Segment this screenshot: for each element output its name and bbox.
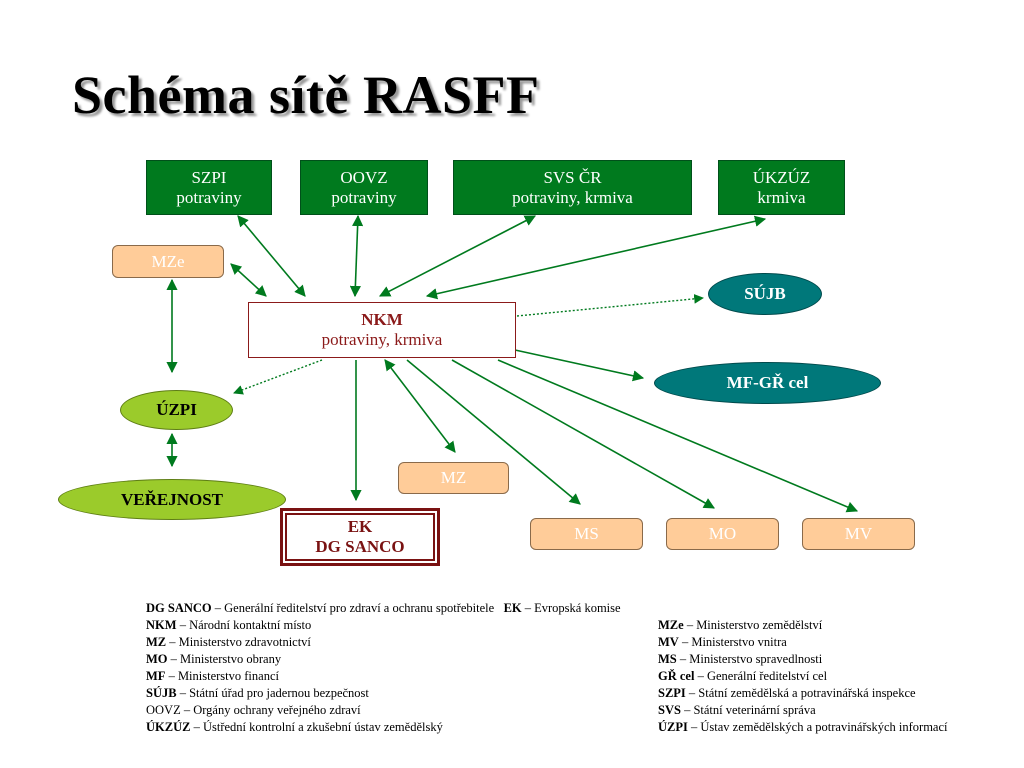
node-svs-name: SVS ČR [543,167,602,187]
legend-abbr: SVS [658,703,681,717]
node-szpi: SZPI potraviny [146,160,272,215]
node-ukzuz: ÚKZÚZ krmiva [718,160,845,215]
legend-text: – Generální ředitelství cel [694,669,828,683]
legend-row: MZe – Ministerstvo zemědělství [658,617,948,634]
legend-abbr: ÚZPI [658,720,688,734]
legend-abbr: MF [146,669,166,683]
node-mv-name: MV [844,524,873,544]
legend-text: – Ministerstvo zemědělství [683,618,823,632]
node-sujb-name: SÚJB [744,284,786,304]
node-mz: MZ [398,462,509,494]
legend-abbr: DG SANCO [146,601,212,615]
node-svs: SVS ČR potraviny, krmiva [453,160,692,215]
node-nkm-scope: potraviny, krmiva [321,330,443,349]
node-ek-dg: DG SANCO [315,537,405,556]
legend-abbr: MZe [658,618,684,632]
legend-row: SÚJB – Státní úřad pro jadernou bezpečno… [146,685,621,702]
node-sujb: SÚJB [708,273,822,315]
legend-text: – Státní veterinární správa [680,703,816,717]
node-uzpi: ÚZPI [120,390,233,430]
edge-nkm-sujb [516,293,704,317]
node-nkm: NKM potraviny, krmiva [248,302,516,358]
edge-ukzuz-nkm [425,215,767,300]
page-title: Schéma sítě RASFF [72,65,540,125]
legend-abbr: MS [658,652,677,666]
legend-text: – Ministerstvo obrany [167,652,282,666]
edge-nkm-mfgr [514,349,645,382]
node-verejnost-name: VEŘEJNOST [120,489,224,509]
legend-text: – Ústav zemědělských a potravinářských i… [687,720,948,734]
node-mv: MV [802,518,915,550]
legend-right: MZe – Ministerstvo zemědělství MV – Mini… [658,617,948,736]
legend-row: NKM – Národní kontaktní místo [146,617,621,634]
node-mfgr: MF-GŘ cel [654,362,881,404]
edge-nkm-mz [384,359,456,453]
legend-text: – Evropská komise [521,601,621,615]
legend-row: MZ – Ministerstvo zdravotnictví [146,634,621,651]
legend-abbr: SÚJB [146,686,177,700]
legend-row: ÚKZÚZ – Ústřední kontrolní a zkušební ús… [146,719,621,736]
legend-row: GŘ cel – Generální ředitelství cel [658,668,948,685]
node-mze-name: MZe [151,251,185,271]
node-oovz: OOVZ potraviny [300,160,428,215]
legend-text: – Ústřední kontrolní a zkušební ústav ze… [190,720,443,734]
node-szpi-name: SZPI [191,167,227,187]
legend-left: DG SANCO – Generální ředitelství pro zdr… [146,600,621,736]
legend-abbr: MO [146,652,168,666]
legend-abbr: MV [658,635,679,649]
legend-text: OOVZ – Orgány ochrany veřejného zdraví [146,703,361,717]
node-ek-name: EK [347,517,373,537]
legend-text: – Ministerstvo zdravotnictví [166,635,311,649]
legend-abbr: GŘ cel [658,669,695,683]
legend-abbr: NKM [146,618,177,632]
legend-text: – Ministerstvo financí [165,669,279,683]
legend-abbr: ÚKZÚZ [146,720,191,734]
edge-nkm-mo [451,359,715,509]
node-mfgr-name: MF-GŘ cel [726,373,809,393]
node-svs-scope: potraviny, krmiva [512,187,633,207]
node-oovz-scope: potraviny [331,187,397,207]
legend-row: MS – Ministerstvo spravedlnosti [658,651,948,668]
edge-nkm-uzpi [233,359,323,395]
node-ms: MS [530,518,643,550]
node-verejnost: VEŘEJNOST [58,479,286,520]
legend-text: – Ministerstvo spravedlnosti [676,652,823,666]
legend-text: – Státní úřad pro jadernou bezpečnost [176,686,369,700]
node-ukzuz-scope: krmiva [757,187,806,207]
edge-nkm-ms [406,359,581,505]
legend-row: SZPI – Státní zemědělská a potravinářská… [658,685,948,702]
edge-oovz-nkm [349,214,364,298]
node-mz-name: MZ [440,468,467,488]
legend-abbr: SZPI [658,686,686,700]
legend-row: OOVZ – Orgány ochrany veřejného zdraví [146,702,621,719]
node-oovz-name: OOVZ [340,167,388,187]
legend-row: DG SANCO – Generální ředitelství pro zdr… [146,600,621,617]
edge-svs-nkm [379,215,536,297]
node-ms-name: MS [574,524,599,544]
legend-row: MO – Ministerstvo obrany [146,651,621,668]
node-ukzuz-name: ÚKZÚZ [752,167,811,187]
node-ek: EK DG SANCO [280,508,440,566]
legend-text: – Národní kontaktní místo [176,618,312,632]
legend-row: SVS – Státní veterinární správa [658,702,948,719]
legend-row: MV – Ministerstvo vnitra [658,634,948,651]
legend-abbr: MZ [146,635,167,649]
edge-nkm-mv [497,359,859,513]
legend-abbr: EK [503,601,522,615]
edge-mze-nkm [230,263,267,297]
legend-row: MF – Ministerstvo financí [146,668,621,685]
legend-row: ÚZPI – Ústav zemědělských a potravinářsk… [658,719,948,736]
node-uzpi-name: ÚZPI [156,400,197,420]
legend-text: – Generální ředitelství pro zdraví a och… [211,601,495,615]
node-szpi-scope: potraviny [176,187,242,207]
node-mze: MZe [112,245,224,278]
legend-text: – Státní zemědělská a potravinářská insp… [685,686,916,700]
node-nkm-name: NKM [361,310,403,330]
edge-szpi-nkm [237,215,306,297]
node-mo: MO [666,518,779,550]
node-mo-name: MO [708,524,737,544]
legend-text: – Ministerstvo vnitra [678,635,787,649]
